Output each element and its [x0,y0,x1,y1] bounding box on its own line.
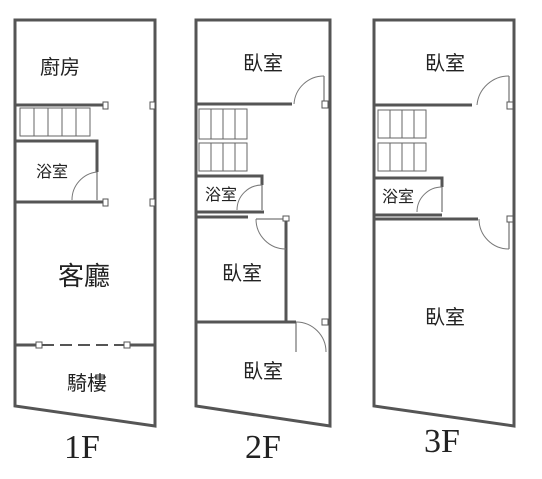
room-label-3f-bedroom-top: 臥室 [425,51,465,75]
floor-label-3f: 3F [424,423,460,460]
floor-label-2f: 2F [245,429,281,466]
floor-1f: 廚房 浴室 客廳 騎樓 1F [13,18,157,466]
floor-1f-bath-door [71,171,98,201]
room-label-2f-bedroom-bottom: 臥室 [243,359,283,383]
floor-1f-outline [13,18,157,428]
floor-2f-bath-door [236,184,263,211]
floor-2f: 臥室 浴室 臥室 臥室 2F [194,18,332,466]
floor-label-1f: 1F [64,429,100,466]
floor-2f-mid-bedroom-door [255,218,287,250]
floor-2f-bottom-bedroom-door [295,321,327,353]
room-label-bath: 浴室 [36,162,68,181]
floor-3f-main-bedroom-door [478,218,510,250]
room-label-arcade: 騎樓 [67,371,107,395]
room-label-2f-bedroom-mid: 臥室 [222,261,262,285]
floor-3f-bath-door [416,186,443,213]
floor-3f: 臥室 浴室 臥室 3F [372,18,516,460]
floor-2f-stairs [198,108,248,172]
room-label-3f-bedroom-main: 臥室 [425,305,465,329]
floor-3f-top-bedroom-door [476,75,510,106]
floor-3f-stairs [377,109,427,172]
floor-2f-top-bedroom-door [293,75,325,105]
floor-3f-outline [372,18,516,428]
room-label-2f-bedroom-top: 臥室 [243,51,283,75]
room-label-3f-bath: 浴室 [382,187,414,206]
room-label-kitchen: 廚房 [40,55,80,79]
floor-1f-stairs [19,107,91,137]
floor-1f-bath-wall [15,139,99,172]
floor-2f-outline [194,18,332,428]
room-label-2f-bath: 浴室 [205,185,237,204]
room-label-living: 客廳 [58,262,110,292]
